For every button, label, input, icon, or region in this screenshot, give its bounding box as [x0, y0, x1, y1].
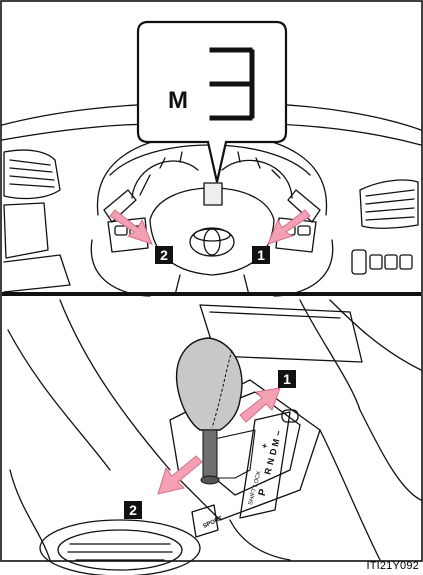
callout-badge-right-label: 1: [257, 247, 265, 263]
callout-badge-lower-label: 2: [129, 502, 137, 518]
mode-letter: M: [168, 87, 188, 114]
callout-badge-upper-label: 1: [283, 371, 291, 387]
callout-badge-left-label: 2: [160, 247, 168, 263]
figure-code: ITI21Y092: [366, 560, 419, 572]
